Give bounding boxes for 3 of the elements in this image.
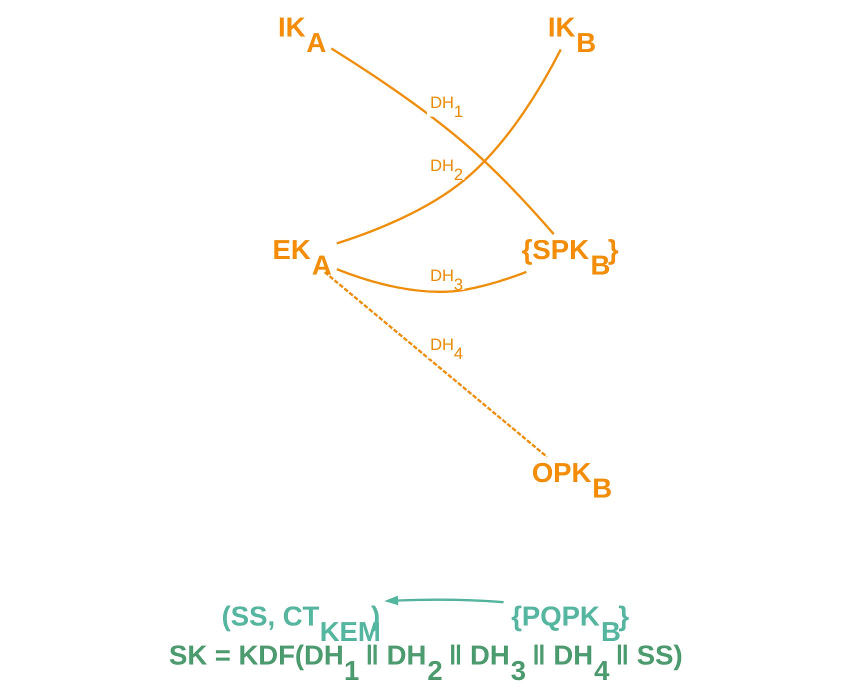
arrow — [384, 596, 504, 606]
connector — [336, 268, 527, 293]
connector — [324, 271, 548, 458]
